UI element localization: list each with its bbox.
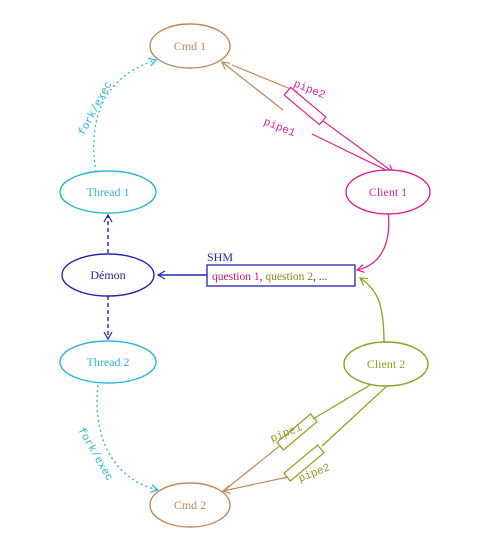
node-thread2: Thread 2 bbox=[59, 340, 157, 384]
pipe1-top-line-a bbox=[311, 133, 387, 171]
node-cmd2-label: Cmd 2 bbox=[174, 498, 206, 512]
fork-exec-bottom-label: fork/exec bbox=[75, 426, 115, 483]
pipe2-top-line-a bbox=[231, 64, 299, 93]
shm-question-2: question 2 bbox=[265, 271, 313, 283]
shm-label: SHM bbox=[207, 250, 233, 264]
node-demon-shape bbox=[61, 253, 155, 297]
client2-to-shm-edge bbox=[358, 277, 385, 344]
fork-exec-top-label: fork/exec bbox=[77, 80, 115, 138]
node-demon-label: Démon bbox=[90, 268, 125, 282]
node-client2: Client 2 bbox=[343, 341, 429, 387]
node-client2-shape bbox=[343, 341, 429, 387]
node-client1-label: Client 1 bbox=[369, 185, 407, 199]
shm-separator-2: , ... bbox=[313, 271, 328, 283]
shm-box bbox=[206, 264, 356, 287]
node-client2-label: Client 2 bbox=[367, 357, 405, 371]
pipe1-bottom-line-b bbox=[312, 378, 382, 420]
node-demon: Démon bbox=[61, 253, 155, 297]
pipe2-top-box bbox=[283, 86, 327, 126]
pipe2-top-line-b bbox=[322, 120, 394, 173]
node-thread1-shape bbox=[59, 170, 157, 214]
pipe2-bottom-line-a bbox=[321, 384, 389, 447]
shm-question-1: question 1 bbox=[212, 271, 260, 283]
shm-contents: question 1, question 2, ... bbox=[212, 271, 327, 283]
node-cmd1-label: Cmd 1 bbox=[174, 39, 206, 53]
pipe1-top-line-b bbox=[221, 61, 284, 111]
node-thread1-label: Thread 1 bbox=[87, 185, 130, 199]
top-pipes: pipe2 pipe1 bbox=[221, 61, 394, 173]
node-cmd1: Cmd 1 bbox=[149, 23, 231, 69]
node-client1-shape bbox=[345, 169, 431, 215]
node-thread2-label: Thread 2 bbox=[87, 355, 130, 369]
shm-block: SHM question 1, question 2, ... bbox=[206, 250, 356, 287]
node-client1: Client 1 bbox=[345, 169, 431, 215]
node-cmd2: Cmd 2 bbox=[149, 482, 231, 528]
client1-to-shm-edge bbox=[355, 209, 390, 273]
node-thread1: Thread 1 bbox=[59, 170, 157, 214]
bottom-pipes: pipe1 pipe2 bbox=[221, 378, 389, 495]
pipe1-bottom-line-a bbox=[225, 443, 283, 490]
fork-exec-top-edge bbox=[93, 57, 158, 173]
shm-separator-1: , bbox=[260, 271, 266, 283]
node-thread2-shape bbox=[59, 340, 157, 384]
pipe1-top-label: pipe1 bbox=[262, 117, 297, 141]
node-cmd2-shape bbox=[149, 482, 231, 528]
node-cmd1-shape bbox=[149, 23, 231, 69]
fork-exec-bottom-edge bbox=[96, 384, 160, 493]
pipe2-bottom-line-b bbox=[221, 476, 289, 495]
